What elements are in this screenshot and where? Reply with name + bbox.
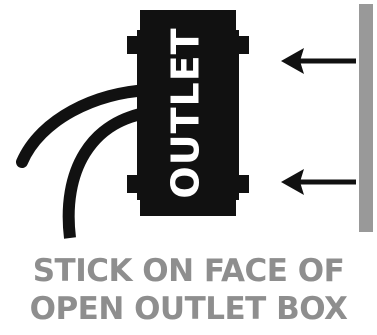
- arrow-left-icon: [281, 169, 356, 195]
- outlet-label: OUTLET: [164, 27, 208, 198]
- arrow-left-icon: [281, 48, 356, 74]
- outlet-diagram: OUTLET: [16, 4, 373, 239]
- wire-2: [62, 106, 153, 239]
- caption-line-2: OPEN OUTLET BOX: [29, 291, 348, 327]
- caption-line-1: STICK ON FACE OF: [32, 253, 345, 289]
- outlet-body: [127, 10, 249, 216]
- outlet-box-face: [359, 4, 373, 232]
- wire-1: [16, 84, 156, 168]
- caption: STICK ON FACE OF OPEN OUTLET BOX: [0, 252, 377, 328]
